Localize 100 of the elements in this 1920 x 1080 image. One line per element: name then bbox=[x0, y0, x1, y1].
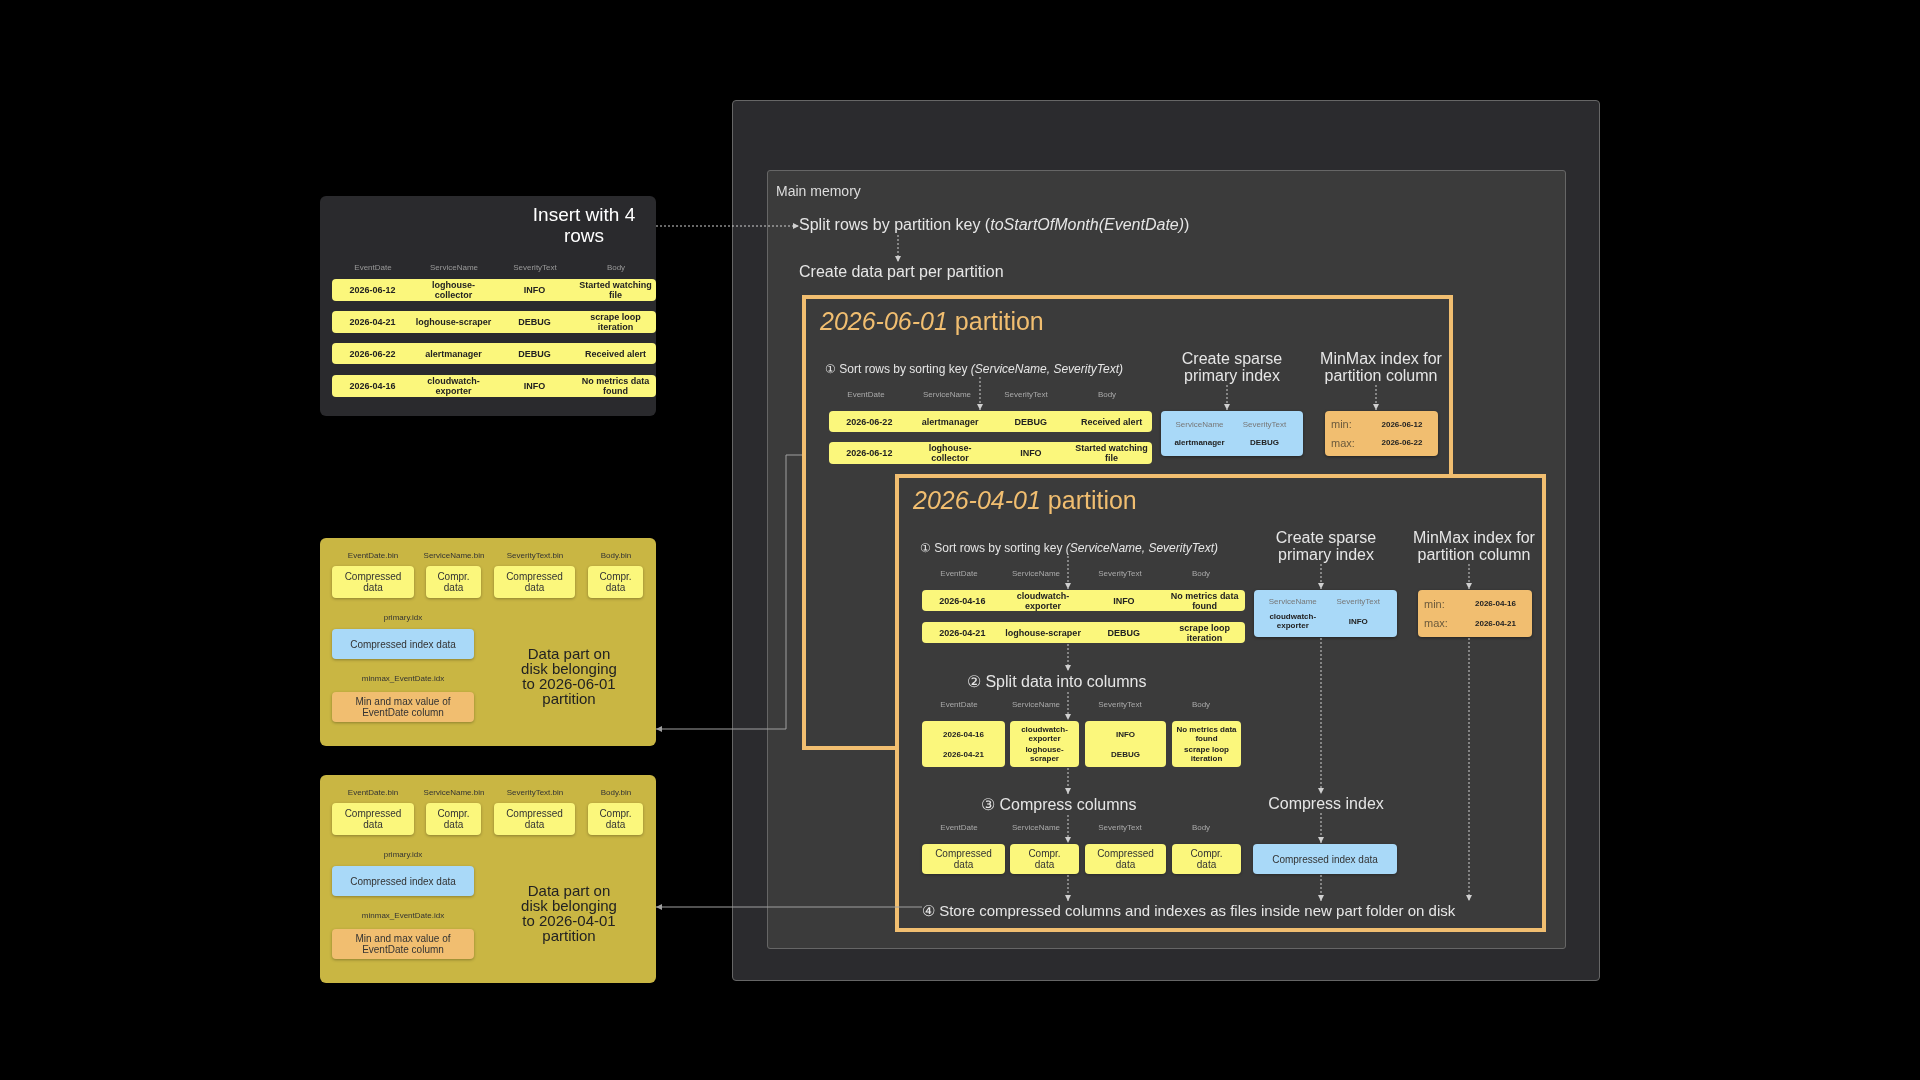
file-name: SeverityText.bin bbox=[506, 787, 564, 797]
cell-value: Started watching file bbox=[1074, 443, 1149, 463]
cell-value: 2026-04-21 bbox=[938, 627, 987, 638]
column-header: ServiceName bbox=[1012, 699, 1060, 709]
cell-value: loghouse-scraper bbox=[1024, 745, 1065, 763]
cell-value: loghouse-scraper bbox=[414, 317, 493, 327]
column-header: SeverityText bbox=[1004, 389, 1048, 399]
cell-value: 2026-06-12 bbox=[348, 285, 397, 295]
column-box bbox=[1010, 721, 1079, 767]
partition-title: 2026-06-01 partition bbox=[820, 307, 1044, 336]
cell-value: INFO bbox=[1115, 729, 1136, 739]
arrow bbox=[655, 904, 923, 910]
arrow bbox=[1065, 643, 1071, 672]
data-box: Compr. data bbox=[588, 566, 643, 598]
cell-value: 2026-06-12 bbox=[845, 448, 894, 458]
column-box bbox=[1085, 721, 1166, 767]
data-box: Min and max value of EventDate column bbox=[332, 692, 474, 722]
table-row bbox=[332, 279, 656, 301]
step-text: ④ Store compressed columns and indexes as files inside new part folder on disk bbox=[922, 902, 1456, 920]
column-name: SeverityText bbox=[1241, 419, 1288, 429]
column-header: ServiceName bbox=[923, 389, 971, 399]
file-name: minmax_EventDate.idx bbox=[361, 673, 445, 683]
column-header: SeverityText bbox=[1098, 822, 1142, 832]
data-box: Compr. data bbox=[1010, 844, 1079, 874]
arrow bbox=[1318, 563, 1324, 590]
arrow bbox=[1065, 691, 1071, 721]
cell-value: cloudwatch-exporter bbox=[1268, 612, 1318, 630]
table-row bbox=[829, 442, 1152, 464]
partition-panel bbox=[802, 295, 1453, 474]
primary-index-box bbox=[1161, 411, 1303, 456]
column-header: EventDate bbox=[940, 699, 978, 709]
cell-value: DEBUG bbox=[1249, 438, 1280, 448]
step-text: ③ Compress columns bbox=[981, 795, 1137, 814]
column-header: EventDate bbox=[940, 568, 978, 578]
column-header: EventDate bbox=[940, 822, 978, 832]
column-header: ServiceName bbox=[430, 262, 478, 272]
data-box: Compr. data bbox=[1172, 844, 1241, 874]
cell-value: Received alert bbox=[583, 348, 647, 359]
column-header: SeverityText bbox=[513, 262, 557, 272]
column-header: Body bbox=[1191, 568, 1211, 578]
table-row bbox=[829, 411, 1152, 432]
file-name: SeverityText.bin bbox=[506, 550, 564, 560]
arrow bbox=[1466, 637, 1472, 902]
cell-value: INFO bbox=[522, 381, 547, 391]
file-name: Body.bin bbox=[600, 787, 632, 797]
file-name: minmax_EventDate.idx bbox=[361, 910, 445, 920]
minmax-key: max: bbox=[1424, 617, 1475, 630]
arrow bbox=[895, 234, 901, 263]
cell-value: alertmanager bbox=[424, 348, 483, 359]
column-header: Body bbox=[1191, 699, 1211, 709]
cell-value: No metrics data found bbox=[1169, 590, 1240, 611]
step-heading: MinMax index for partition column bbox=[1311, 350, 1451, 384]
step-text: Create data part per partition bbox=[799, 263, 1004, 281]
memory-panel bbox=[767, 170, 1566, 949]
cell-value: 2026-04-21 bbox=[348, 317, 397, 327]
column-header: EventDate bbox=[847, 389, 885, 399]
data-box: Compr. data bbox=[588, 803, 643, 835]
cell-value: Started watching file bbox=[578, 280, 653, 300]
step-text: Split rows by partition key (toStartOfMonth(EventDate)) bbox=[799, 216, 1190, 234]
cell-value: loghouse-collector bbox=[927, 443, 973, 463]
data-box: Compressed data bbox=[494, 803, 575, 835]
data-box: Compressed data bbox=[332, 803, 414, 835]
cell-value: DEBUG bbox=[1111, 749, 1140, 759]
cell-value: scrape loop iteration bbox=[1178, 622, 1231, 643]
cell-value: 2026-04-16 bbox=[938, 595, 987, 606]
file-name: Body.bin bbox=[600, 550, 632, 560]
column-header: Body bbox=[1097, 389, 1117, 399]
cell-value: cloudwatch-exporter bbox=[426, 376, 481, 396]
minmax-key: max: bbox=[1331, 436, 1382, 449]
data-box: Compressed data bbox=[922, 844, 1005, 874]
table-row bbox=[922, 622, 1245, 643]
column-header: Body bbox=[1191, 822, 1211, 832]
cell-value: No metrics data found bbox=[580, 376, 651, 396]
data-box: Compressed index data bbox=[332, 866, 474, 896]
cell-value: 2026-04-16 bbox=[1475, 599, 1517, 609]
data-box: Min and max value of EventDate column bbox=[332, 929, 474, 959]
step-heading: Compress index bbox=[1261, 795, 1391, 812]
arrow bbox=[1065, 874, 1071, 902]
step-text: ① Sort rows by sorting key (ServiceName, SeverityText) bbox=[825, 362, 1123, 376]
cell-value: alertmanager bbox=[920, 416, 980, 427]
arrow bbox=[1065, 814, 1071, 844]
data-part-panel bbox=[320, 775, 656, 983]
arrow bbox=[1065, 767, 1071, 795]
column-header: Body bbox=[606, 262, 626, 272]
file-name: primary.idx bbox=[383, 849, 423, 859]
cell-value: DEBUG bbox=[517, 348, 552, 359]
data-box: Compressed index data bbox=[332, 629, 474, 659]
column-name: SeverityText bbox=[1335, 597, 1382, 606]
cell-value: scrape loop iteration bbox=[589, 312, 642, 332]
cell-value: Received alert bbox=[1080, 416, 1144, 427]
cell-value: 2026-06-22 bbox=[845, 416, 894, 427]
cell-value: scrape loop iteration bbox=[1183, 745, 1230, 763]
table-row bbox=[922, 590, 1245, 611]
cell-value: 2026-06-12 bbox=[1381, 419, 1424, 429]
insert-panel bbox=[320, 196, 656, 416]
cell-value: DEBUG bbox=[517, 317, 552, 327]
panel-title: Insert with 4 rows bbox=[531, 204, 637, 246]
arrow bbox=[1373, 384, 1379, 411]
data-box: Compressed data bbox=[494, 566, 575, 598]
file-name: ServiceName.bin bbox=[423, 550, 485, 560]
